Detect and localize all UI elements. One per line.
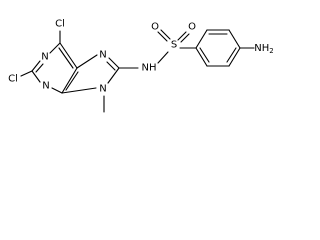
bond-c4-c5: [61, 67, 78, 94]
chemical-structure: Cl N Cl N N N NH S O O NH2: [8, 19, 274, 113]
atom-nh2-n: NH: [254, 43, 269, 54]
bond-nh-s: [157, 51, 169, 64]
bond-s-o-right-double: [180, 33, 190, 43]
bond-n7-c8: [108, 57, 120, 69]
bond-c8-n9: [107, 67, 120, 84]
atom-nh2-subscript: 2: [269, 47, 273, 55]
bond-benz-6: [195, 47, 208, 67]
bond-c6-n1: [49, 42, 61, 54]
bond-c5-c6: [59, 42, 78, 69]
bonds: [20, 29, 255, 113]
bond-c2-cl: [20, 70, 33, 77]
atom-n-pyrimidine-bottom: N: [42, 81, 49, 92]
atom-nh: NH: [142, 63, 157, 74]
atom-o-right: O: [188, 22, 196, 33]
atom-s: S: [171, 40, 177, 51]
bond-c2-n3: [31, 70, 41, 83]
atom-n-imidazole-bottom: N: [99, 84, 106, 95]
bond-n3-c4: [51, 87, 63, 94]
bond-c5-n7: [76, 54, 98, 69]
atom-nh2: NH2: [254, 43, 273, 56]
atom-n-imidazole-top: N: [99, 50, 106, 61]
atom-cl-left: Cl: [8, 74, 18, 85]
bond-benz-4: [228, 47, 241, 67]
atom-labels: Cl N Cl N N N NH S O O NH2: [8, 19, 274, 95]
bond-s-o-right: [177, 31, 187, 41]
molecule-canvas: Cl N Cl N N N NH S O O NH2: [0, 0, 287, 131]
bond-benz-6-double: [199, 47, 210, 63]
bond-s-o-left-double: [160, 29, 171, 40]
bond-n1-c2-double: [35, 63, 44, 73]
bond-c5-c6-double: [58, 47, 74, 69]
atom-o-left: O: [151, 22, 159, 33]
bond-benz-4-double: [226, 47, 237, 63]
bond-s-o-left: [157, 31, 168, 42]
bond-c4-c5-inner: [65, 71, 79, 91]
atom-cl-top: Cl: [55, 19, 65, 30]
atom-n-pyrimidine-left: N: [41, 52, 48, 63]
bond-benz-3: [228, 29, 241, 49]
bond-n9-c4: [61, 87, 97, 94]
bond-n1-c2: [31, 60, 41, 72]
bond-n7-c8-double: [106, 61, 116, 71]
bond-benz-1: [195, 29, 208, 49]
